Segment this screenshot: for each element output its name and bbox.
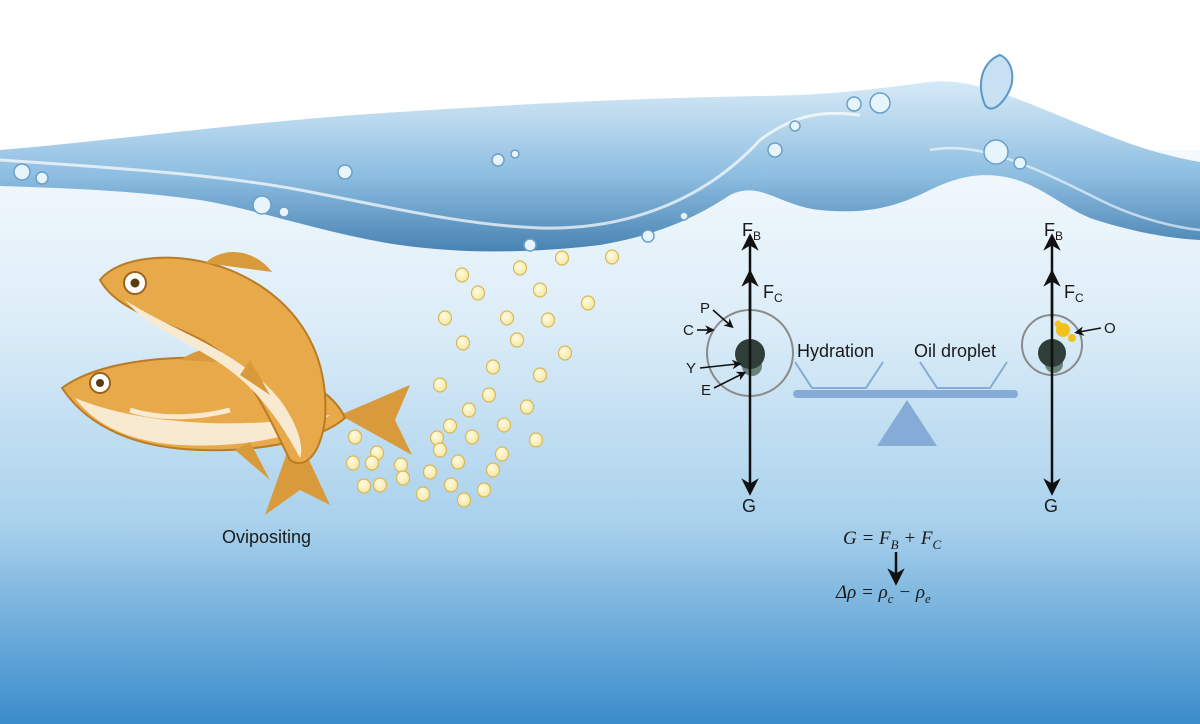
egg [540,312,556,328]
equations: G = FB + FC Δρ = ρc − ρe [835,528,942,606]
oil-droplet [1068,334,1076,342]
egg [364,455,380,471]
left-egg-diagram: FB FC G P C Y E [683,220,794,516]
egg-stream [345,249,620,508]
egg [443,477,459,493]
egg [455,335,471,351]
egg [437,310,453,326]
oil-droplet-label: Oil droplet [914,341,996,361]
egg [557,345,573,361]
label-y: Y [686,360,696,377]
left-fb-label: FB [742,220,761,243]
egg [485,462,501,478]
surface-bubbles [13,92,1027,252]
egg [494,446,510,462]
ovipositing-label: Ovipositing [222,527,311,547]
egg [554,250,570,266]
egg [532,282,548,298]
right-pan [919,361,1008,389]
egg [454,267,470,283]
egg [393,457,409,473]
left-g-label: G [742,496,756,516]
egg [481,387,497,403]
water-surface-highlight [0,111,861,230]
egg [509,332,525,348]
egg [356,478,372,494]
equation-force-balance: G = FB + FC [843,528,942,552]
right-egg-diagram: FB FC G O [1021,220,1116,516]
label-p: P [700,300,710,317]
hydration-label: Hydration [797,341,874,361]
water-surface-highlight [929,146,1200,232]
label-o: O [1104,320,1116,337]
egg [345,455,361,471]
balance-scale: Hydration Oil droplet [793,341,1018,446]
egg [442,418,458,434]
egg [456,492,472,508]
egg [432,442,448,458]
egg [485,359,501,375]
egg [470,285,486,301]
right-g-label: G [1044,496,1058,516]
egg [461,402,477,418]
egg [519,399,535,415]
egg [499,310,515,326]
egg [604,249,620,265]
egg [476,482,492,498]
egg [432,377,448,393]
right-fb-label: FB [1044,220,1063,243]
left-pan [794,361,884,389]
egg [528,432,544,448]
right-fc-label: FC [1064,282,1084,305]
equation-density: Δρ = ρc − ρe [835,582,931,606]
egg [347,429,363,445]
egg [512,260,528,276]
label-c: C [683,322,694,339]
water-splash [980,53,1014,110]
fish-upper [98,252,330,515]
label-e: E [701,382,711,399]
egg [415,486,431,502]
egg [422,464,438,480]
egg [395,470,411,486]
egg [580,295,596,311]
balance-beam [793,390,1018,398]
left-fc-label: FC [763,282,783,305]
egg [464,429,480,445]
balance-fulcrum [877,400,937,446]
egg [450,454,466,470]
egg [372,477,388,493]
water-surface [0,81,1200,252]
egg [532,367,548,383]
oil-droplet [1054,320,1062,328]
egg [496,417,512,433]
